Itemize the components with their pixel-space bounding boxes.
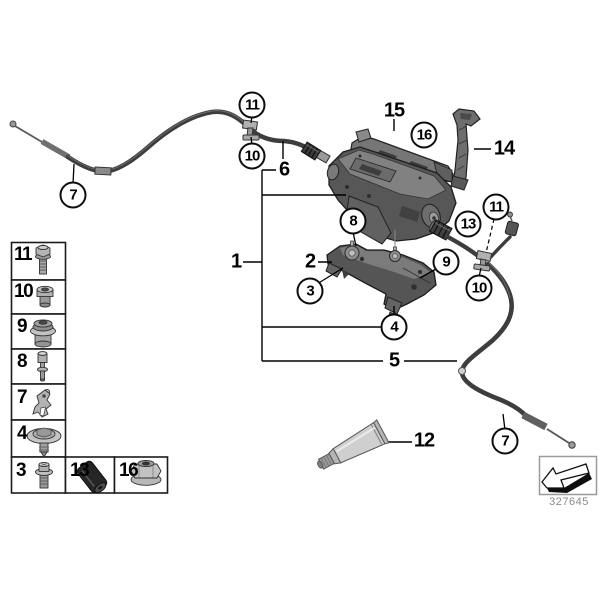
left-brake-cable — [9, 109, 331, 176]
legend-num-11: 11 — [14, 244, 33, 265]
callout-7-right: 7 — [491, 427, 519, 455]
callout-11-left: 11 — [238, 91, 266, 119]
expanding-rivet-icon — [26, 427, 62, 458]
label-12: 12 — [413, 429, 435, 452]
grease-tube — [317, 419, 390, 470]
label-6: 6 — [278, 158, 290, 181]
callout-11-right: 11 — [482, 193, 510, 221]
legend-num-7: 7 — [17, 387, 28, 408]
left-cable-clip — [241, 119, 260, 141]
legend-box-8 — [10, 348, 67, 385]
cable-junction — [458, 367, 466, 375]
cable-end-ball — [568, 441, 576, 449]
stud-bolt-left — [344, 240, 360, 261]
rivet-bushing-icon — [36, 285, 54, 308]
label-14: 14 — [493, 137, 515, 160]
callout-3: 3 — [296, 277, 324, 305]
legend-num-13: 13 — [70, 460, 90, 481]
right-cable-clip — [473, 250, 493, 272]
cable-ferrule — [94, 166, 112, 176]
callout-16: 16 — [410, 121, 438, 149]
legend-num-4: 4 — [17, 423, 28, 444]
grommet-icon — [30, 319, 56, 348]
holding-bracket-14 — [450, 108, 481, 191]
right-grommet-13 — [428, 219, 453, 241]
support-bracket — [325, 230, 437, 323]
callout-13: 13 — [454, 210, 482, 238]
cable-end-ball — [9, 120, 17, 128]
left-grommet — [300, 141, 322, 161]
callout-7-left: 7 — [59, 181, 87, 209]
legend-grid — [10, 241, 169, 494]
reference-lines — [72, 115, 506, 443]
callout-8: 8 — [339, 207, 367, 235]
installation-direction-arrow-icon — [541, 463, 592, 493]
stud-bolt-right — [389, 246, 401, 262]
right-brake-cable — [445, 211, 576, 449]
spacer-pin-icon — [37, 351, 48, 382]
label-2: 2 — [304, 250, 316, 273]
cable-holder-clip-icon — [32, 388, 52, 418]
stamp-part-number: 327645 — [549, 496, 589, 508]
legend-num-3: 3 — [16, 460, 27, 481]
callout-4: 4 — [380, 313, 408, 341]
label-15: 15 — [383, 99, 405, 122]
cable-ball-pin-fitting — [504, 211, 519, 237]
callout-9: 9 — [432, 248, 460, 276]
direction-stamp — [538, 455, 598, 496]
legend-num-16: 16 — [119, 460, 139, 481]
callout-10-right: 10 — [465, 274, 493, 302]
label-5: 5 — [388, 349, 400, 372]
legend-num-9: 9 — [17, 316, 28, 337]
legend-num-10: 10 — [14, 281, 34, 302]
rubber-sleeve-icon — [76, 460, 108, 494]
flange-screw-icon — [35, 461, 53, 489]
callout-10-left: 10 — [238, 142, 266, 170]
label-1: 1 — [230, 250, 242, 273]
legend-num-8: 8 — [17, 351, 28, 372]
flange-nut-icon — [130, 459, 162, 486]
flange-bolt-icon — [35, 244, 51, 275]
